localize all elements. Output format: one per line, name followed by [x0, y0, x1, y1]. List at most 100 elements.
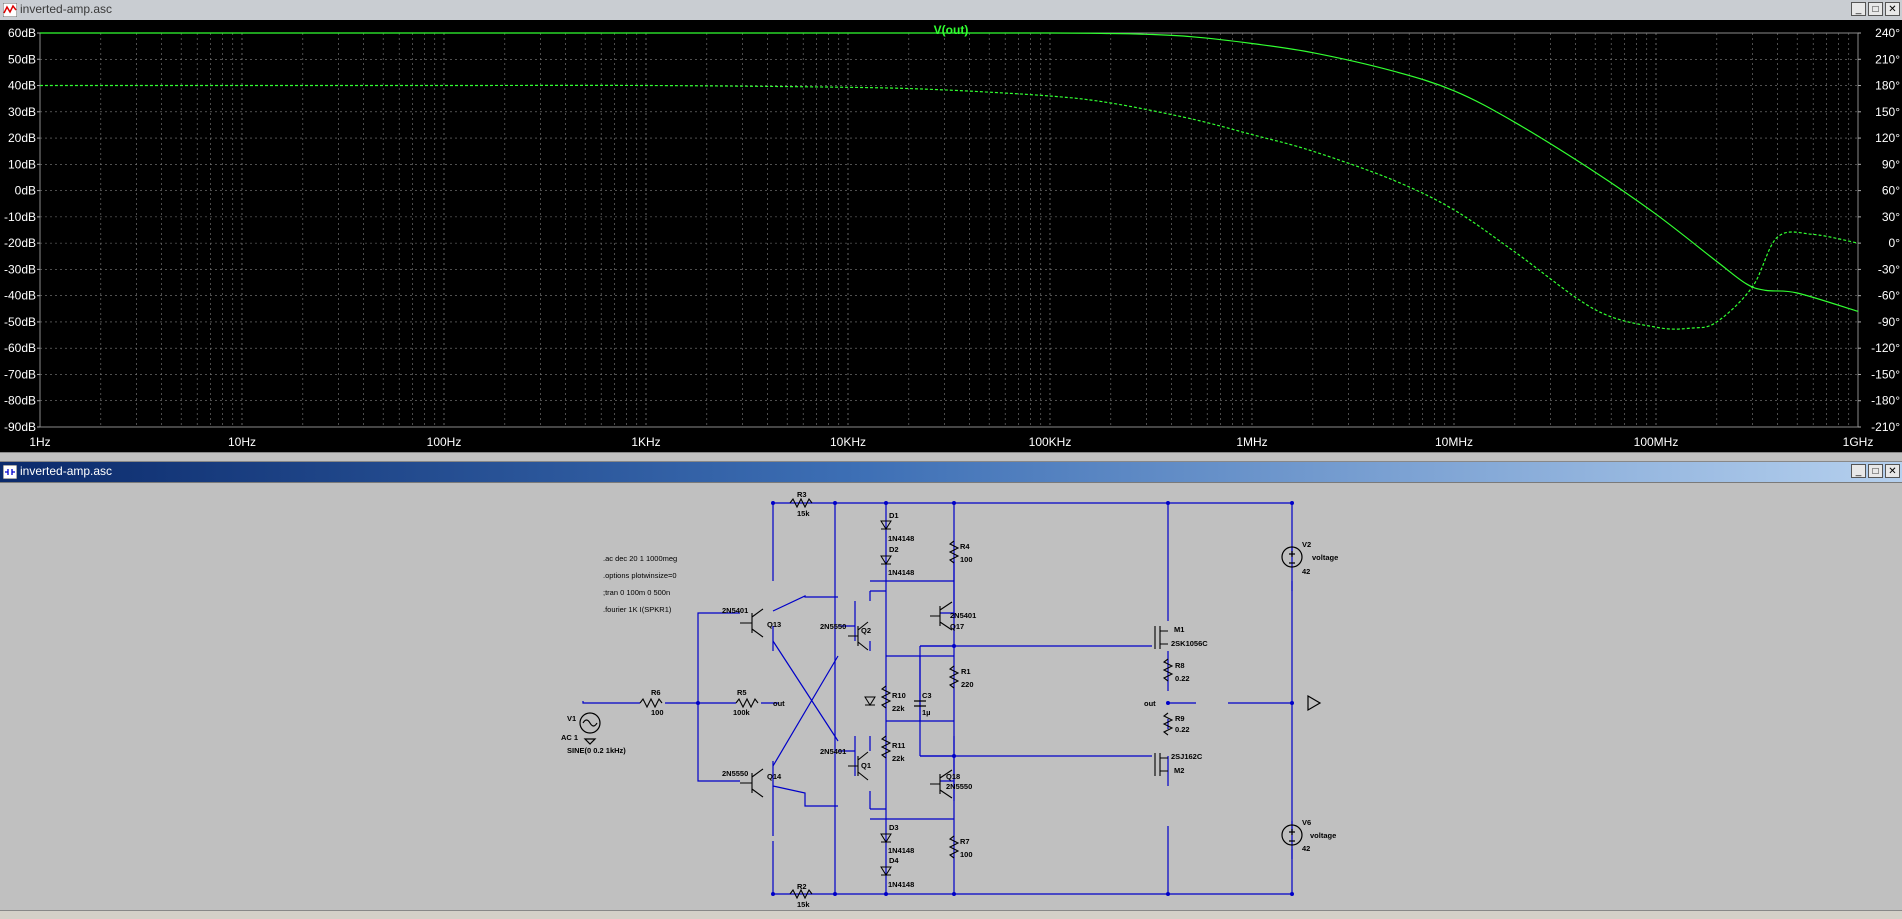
r1-name: R1: [961, 667, 971, 676]
c3-name: C3: [922, 691, 932, 700]
junctions: [696, 501, 1294, 896]
m2-type: 2SJ162C: [1171, 752, 1203, 761]
wires[interactable]: [582, 502, 1293, 895]
trace-label[interactable]: V(out): [934, 23, 969, 37]
directive-ac: .ac dec 20 1 1000meg: [603, 554, 677, 563]
v2-value: 42: [1302, 567, 1310, 576]
component-labels: R3 15k R2 15k D1 1N4148 D2 1N4148 D3 1N4…: [561, 490, 1338, 909]
r1-value: 220: [961, 680, 974, 689]
y-tick-label-left: -90dB: [4, 420, 36, 434]
r3-name: R3: [797, 490, 807, 499]
r7-name: R7: [960, 837, 970, 846]
q17-type: 2N5401: [950, 611, 976, 620]
directive-options: .options plotwinsize=0: [603, 571, 677, 580]
c3-value: 1µ: [922, 708, 931, 717]
r2-name: R2: [797, 882, 807, 891]
schematic-canvas[interactable]: .ac dec 20 1 1000meg .options plotwinsiz…: [0, 482, 1902, 911]
y-tick-label-right: 120°: [1875, 131, 1900, 145]
y-tick-label-right: -180°: [1871, 394, 1900, 408]
r9-name: R9: [1175, 714, 1185, 723]
waveform-minimize-button[interactable]: _: [1851, 2, 1866, 16]
r5-value: 100k: [733, 708, 751, 717]
y-tick-label-right: 90°: [1882, 157, 1900, 171]
y-tick-label-left: 20dB: [8, 131, 36, 145]
r4-name: R4: [960, 542, 970, 551]
d1-value: 1N4148: [888, 534, 914, 543]
diodes[interactable]: [864, 520, 892, 876]
r11-name: R11: [892, 741, 905, 750]
waveform-restore-button[interactable]: □: [1868, 2, 1883, 16]
y-tick-label-left: 0dB: [15, 184, 36, 198]
out-label-2: out: [1144, 699, 1156, 708]
plot-axes: 60dB50dB40dB30dB20dB10dB0dB-10dB-20dB-30…: [4, 26, 1900, 449]
y-tick-label-left: 10dB: [8, 157, 36, 171]
y-tick-label-right: 150°: [1875, 105, 1900, 119]
schematic-window-titlebar[interactable]: inverted-amp.asc _ □ ✕: [0, 462, 1902, 482]
r6-value: 100: [651, 708, 664, 717]
schematic-drawing[interactable]: .ac dec 20 1 1000meg .options plotwinsiz…: [0, 483, 1902, 911]
q18-name: Q18: [946, 772, 960, 781]
waveform-close-button[interactable]: ✕: [1885, 2, 1900, 16]
r7-value: 100: [960, 850, 973, 859]
phase-trace: [40, 84, 1859, 330]
voltage-sources[interactable]: [579, 546, 1322, 846]
y-tick-label-left: -30dB: [4, 262, 36, 276]
y-tick-label-right: -150°: [1871, 367, 1900, 381]
schematic-app-icon: [3, 465, 17, 479]
r10-name: R10: [892, 691, 906, 700]
resistors[interactable]: [639, 497, 1174, 900]
y-tick-label-right: 30°: [1882, 210, 1900, 224]
d3-name: D3: [889, 823, 899, 832]
schematic-window-title: inverted-amp.asc: [20, 464, 113, 478]
schematic-restore-button[interactable]: □: [1868, 464, 1883, 478]
schematic-minimize-button[interactable]: _: [1851, 464, 1866, 478]
y-tick-label-left: -70dB: [4, 367, 36, 381]
r10-value: 22k: [892, 704, 905, 713]
d1-name: D1: [889, 511, 899, 520]
v2-name: V2: [1302, 540, 1311, 549]
x-tick-label: 10MHz: [1435, 435, 1473, 449]
v1-ac: AC 1: [561, 733, 578, 742]
q1-type: 2N5401: [820, 747, 846, 756]
x-tick-label: 1GHz: [1843, 435, 1874, 449]
spice-directives[interactable]: .ac dec 20 1 1000meg .options plotwinsiz…: [603, 554, 677, 614]
v1-sine: SINE(0 0.2 1kHz): [567, 746, 626, 755]
d2-value: 1N4148: [888, 568, 914, 577]
waveform-window-title: inverted-amp.asc: [20, 2, 113, 16]
waveform-window-titlebar[interactable]: inverted-amp.asc _ □ ✕: [0, 0, 1902, 21]
capacitor-c3[interactable]: [914, 700, 926, 707]
y-tick-label-left: -60dB: [4, 341, 36, 355]
y-tick-label-left: -50dB: [4, 315, 36, 329]
d3-value: 1N4148: [888, 846, 914, 855]
y-tick-label-right: -60°: [1878, 289, 1900, 303]
q1-name: Q1: [861, 761, 871, 770]
schematic-close-button[interactable]: ✕: [1885, 464, 1900, 478]
v6-name: V6: [1302, 818, 1311, 827]
q14-type: 2N5550: [722, 769, 748, 778]
y-tick-label-left: 60dB: [8, 26, 36, 40]
y-tick-label-right: -30°: [1878, 262, 1900, 276]
magnitude-trace: [39, 32, 1859, 312]
plot-traces: [39, 32, 1859, 330]
y-tick-label-right: 180°: [1875, 79, 1900, 93]
directive-tran: ;tran 0 100m 0 500n: [603, 588, 670, 597]
r11-value: 22k: [892, 754, 905, 763]
m1-type: 2SK1056C: [1171, 639, 1208, 648]
plot-frame: [39, 32, 1859, 428]
x-tick-label: 10KHz: [830, 435, 866, 449]
y-tick-label-left: 40dB: [8, 79, 36, 93]
r8-value: 0.22: [1175, 674, 1190, 683]
v6-value: 42: [1302, 844, 1310, 853]
y-tick-label-right: 60°: [1882, 184, 1900, 198]
transistors[interactable]: [740, 601, 1168, 799]
window-separator[interactable]: [0, 452, 1902, 462]
x-tick-label: 1KHz: [631, 435, 660, 449]
r2-value: 15k: [797, 900, 810, 909]
y-tick-label-right: 210°: [1875, 52, 1900, 66]
bode-plot[interactable]: 60dB50dB40dB30dB20dB10dB0dB-10dB-20dB-30…: [0, 20, 1902, 452]
x-tick-label: 1MHz: [1236, 435, 1267, 449]
v2-type: voltage: [1312, 553, 1338, 562]
y-tick-label-right: -90°: [1878, 315, 1900, 329]
plot-grid: [39, 32, 1859, 428]
